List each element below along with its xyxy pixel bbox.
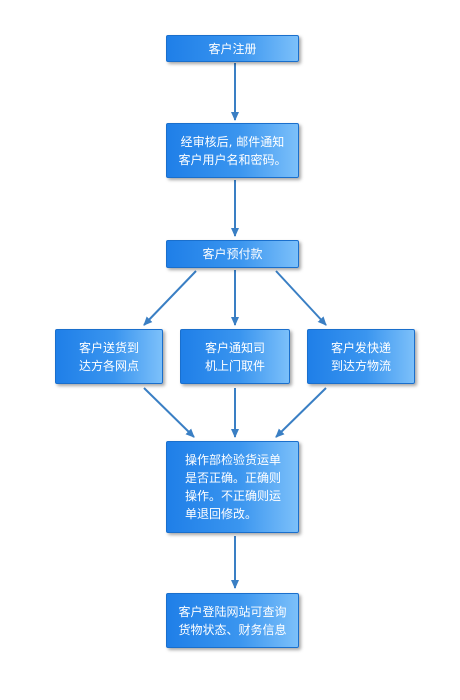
node-deliver-self: 客户送货到 达方各网点: [55, 329, 163, 384]
node-register: 客户注册: [166, 35, 299, 62]
node-query-label: 客户登陆网站可查询 货物状态、财务信息: [178, 604, 287, 637]
node-query: 客户登陆网站可查询 货物状态、财务信息: [166, 593, 299, 648]
node-pickup-label: 客户通知司 机上门取件: [204, 340, 265, 373]
node-check: 操作部检验货运单 是否正确。正确则 操作。不正确则运 单退回修改。: [166, 441, 299, 533]
node-express-label: 客户发快递 到达方物流: [330, 340, 391, 373]
node-register-label: 客户注册: [208, 41, 257, 56]
arrow-prepay-express: [275, 270, 327, 326]
node-review-label: 经审核后, 邮件通知 客户用户名和密码。: [178, 134, 287, 167]
node-pickup: 客户通知司 机上门取件: [180, 329, 290, 384]
node-review: 经审核后, 邮件通知 客户用户名和密码。: [166, 123, 299, 178]
arrow-prepay-deliver-self: [143, 270, 197, 326]
node-check-label: 操作部检验货运单 是否正确。正确则 操作。不正确则运 单退回修改。: [185, 453, 282, 521]
arrow-express-check: [275, 387, 327, 438]
node-prepay: 客户预付款: [166, 240, 299, 268]
node-deliver-self-label: 客户送货到 达方各网点: [78, 340, 139, 373]
node-express: 客户发快递 到达方物流: [307, 329, 415, 384]
arrow-deliver-self-check: [143, 387, 195, 438]
node-prepay-label: 客户预付款: [202, 247, 263, 261]
